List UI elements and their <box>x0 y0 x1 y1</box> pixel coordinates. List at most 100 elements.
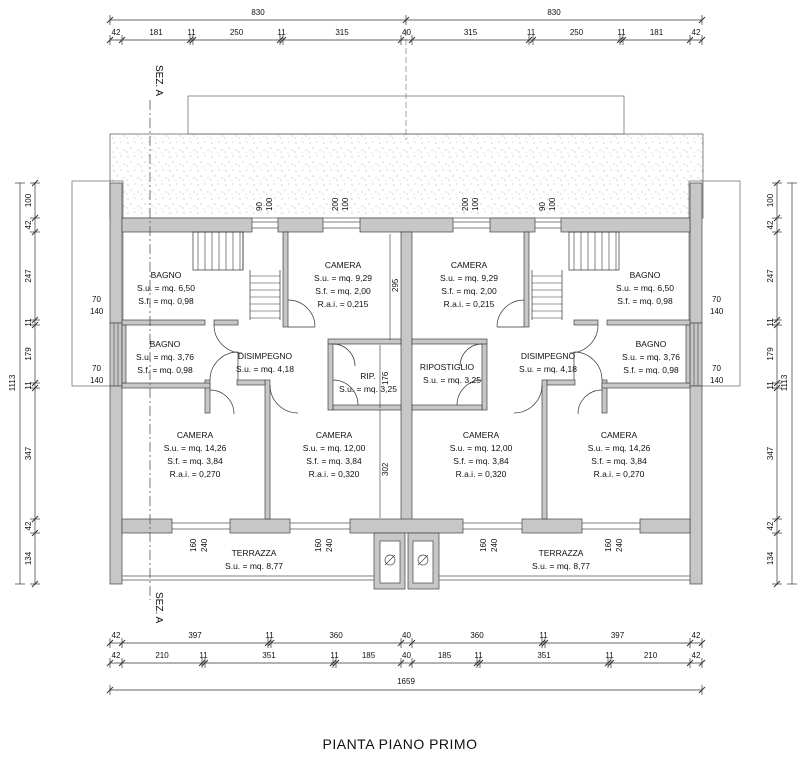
dim-bottom-total-label: 1659 <box>397 677 415 686</box>
dim-top-detail-slash <box>118 36 126 44</box>
room-rip-name: RIP. <box>360 371 375 381</box>
dim-bottom-2-label: 11 <box>605 651 614 660</box>
dim-window-200-l: 200 <box>331 197 340 211</box>
dim-left-slash <box>31 379 39 387</box>
dim-right-label: 42 <box>766 220 775 229</box>
dim-window-100-l: 100 <box>265 197 274 211</box>
dim-top-detail-slash <box>408 36 416 44</box>
room-bagno-2-right-su: S.u. = mq. 3,76 <box>622 352 680 362</box>
dim-top-detail-label: 250 <box>230 28 244 37</box>
room-camera-a-left-sf: S.f. = mq. 2,00 <box>315 286 371 296</box>
dim-h-176: 176 <box>381 371 390 385</box>
dim-bottom-2-label: 351 <box>537 651 551 660</box>
room-terrazza-right-name: TERRAZZA <box>539 548 584 558</box>
room-bagno-1-right-name: BAGNO <box>630 270 661 280</box>
chimney-flues <box>379 540 434 584</box>
dim-bottom-2-slash <box>476 659 484 667</box>
room-bagno-2-right-sf: S.f. = mq. 0,98 <box>623 365 679 375</box>
room-bagno-1-right-su: S.u. = mq. 6,50 <box>616 283 674 293</box>
room-camera-b-left-su: S.u. = mq. 14,26 <box>164 443 227 453</box>
room-camera-a-left-rai: R.a.i. = 0,215 <box>318 299 369 309</box>
dim-top-detail-label: 11 <box>187 28 196 37</box>
section-label-bottom: SEZ. A <box>153 592 164 623</box>
dim-bottom-2-label: 42 <box>112 651 121 660</box>
dim-window-100-r: 100 <box>471 197 480 211</box>
dim-door-70-r2: 70 <box>712 364 721 373</box>
dim-bottom-1-label: 397 <box>611 631 625 640</box>
dim-top-detail-slash <box>186 36 194 44</box>
room-terrazza-right-su: S.u. = mq. 8,77 <box>532 561 590 571</box>
dim-bottom-2-label: 185 <box>438 651 452 660</box>
dim-t-240-1: 240 <box>200 538 209 552</box>
dim-left-label: 11 <box>24 318 33 327</box>
dim-left-label: 11 <box>24 381 33 390</box>
dim-top-detail-label: 11 <box>527 28 536 37</box>
dim-bottom-1-slash <box>106 639 114 647</box>
dim-right-slash <box>773 214 781 222</box>
dim-window-90-r: 90 <box>538 202 547 211</box>
dim-t-160-3: 160 <box>479 538 488 552</box>
dim-bottom-2-slash <box>473 659 481 667</box>
room-camera-c-right-rai: R.a.i. = 0,320 <box>456 469 507 479</box>
dim-bottom-2-slash <box>106 659 114 667</box>
room-camera-b-left-rai: R.a.i. = 0,270 <box>170 469 221 479</box>
dim-right-label: 347 <box>766 446 775 460</box>
room-camera-b-right-name: CAMERA <box>601 430 638 440</box>
section-label-top: SEZ. A <box>153 65 164 96</box>
room-bagno-1-left-name: BAGNO <box>151 270 182 280</box>
dim-door-70-l2: 70 <box>92 364 101 373</box>
room-ripostiglio-name: RIPOSTIGLIO <box>420 362 475 372</box>
dim-side-total-right-label: 1113 <box>780 374 789 391</box>
dim-left-label: 347 <box>24 446 33 460</box>
dim-bottom-2-label: 210 <box>155 651 169 660</box>
dim-left-label: 247 <box>24 269 33 283</box>
dim-right-slash <box>773 316 781 324</box>
dim-bottom-2-label: 351 <box>262 651 276 660</box>
dim-top-detail-slash <box>276 36 284 44</box>
room-labels: BAGNO S.u. = mq. 6,50 S.f. = mq. 0,98 BA… <box>136 260 680 571</box>
room-bagno-2-left-name: BAGNO <box>150 339 181 349</box>
dim-top-detail-slash <box>397 36 405 44</box>
dim-top-detail-slash <box>279 36 287 44</box>
dim-window-200-r: 200 <box>461 197 470 211</box>
dim-bottom-2-label: 11 <box>330 651 339 660</box>
stair-treads <box>197 232 617 319</box>
inner-dim-lines <box>379 234 391 518</box>
room-bagno-1-right-sf: S.f. = mq. 0,98 <box>617 296 673 306</box>
dim-bottom-2-label: 11 <box>199 651 208 660</box>
dim-left-label: 42 <box>24 220 33 229</box>
windows <box>113 221 699 530</box>
dim-top-detail-label: 11 <box>277 28 286 37</box>
dim-bottom-1-label: 11 <box>539 631 548 640</box>
dim-bottom-2-slash <box>198 659 206 667</box>
dim-bottom-1-label: 40 <box>402 631 411 640</box>
room-camera-a-right-name: CAMERA <box>451 260 488 270</box>
dim-top-detail-slash <box>106 36 114 44</box>
dim-right-label: 42 <box>766 521 775 530</box>
dim-bottom-2-label: 185 <box>362 651 376 660</box>
dim-right-slash <box>773 580 781 588</box>
dim-bottom-2-slash <box>408 659 416 667</box>
dim-t-160-4: 160 <box>604 538 613 552</box>
dim-top-detail-label: 42 <box>112 28 121 37</box>
dim-top-total-label: 830 <box>547 8 561 17</box>
room-camera-b-left-sf: S.f. = mq. 3,84 <box>167 456 223 466</box>
room-camera-b-right-su: S.u. = mq. 14,26 <box>588 443 651 453</box>
dim-bottom-1-label: 397 <box>188 631 202 640</box>
dim-bottom-total-slash <box>698 686 706 694</box>
dim-bottom-1-label: 42 <box>112 631 121 640</box>
dim-t-240-4: 240 <box>615 538 624 552</box>
dim-top-detail-slash <box>619 36 627 44</box>
dim-left-slash <box>31 179 39 187</box>
room-terrazza-left-su: S.u. = mq. 8,77 <box>225 561 283 571</box>
dim-right-label: 134 <box>766 551 775 565</box>
dim-window-90-l: 90 <box>255 202 264 211</box>
dim-side-total-left-label: 1113 <box>8 374 17 391</box>
room-disimpegno-right-su: S.u. = mq. 4,18 <box>519 364 577 374</box>
dim-right-slash <box>773 384 781 392</box>
dim-right-slash <box>773 515 781 523</box>
dim-top-detail-slash <box>525 36 533 44</box>
room-bagno-2-left-sf: S.f. = mq. 0,98 <box>137 365 193 375</box>
dim-left-slash <box>31 228 39 236</box>
